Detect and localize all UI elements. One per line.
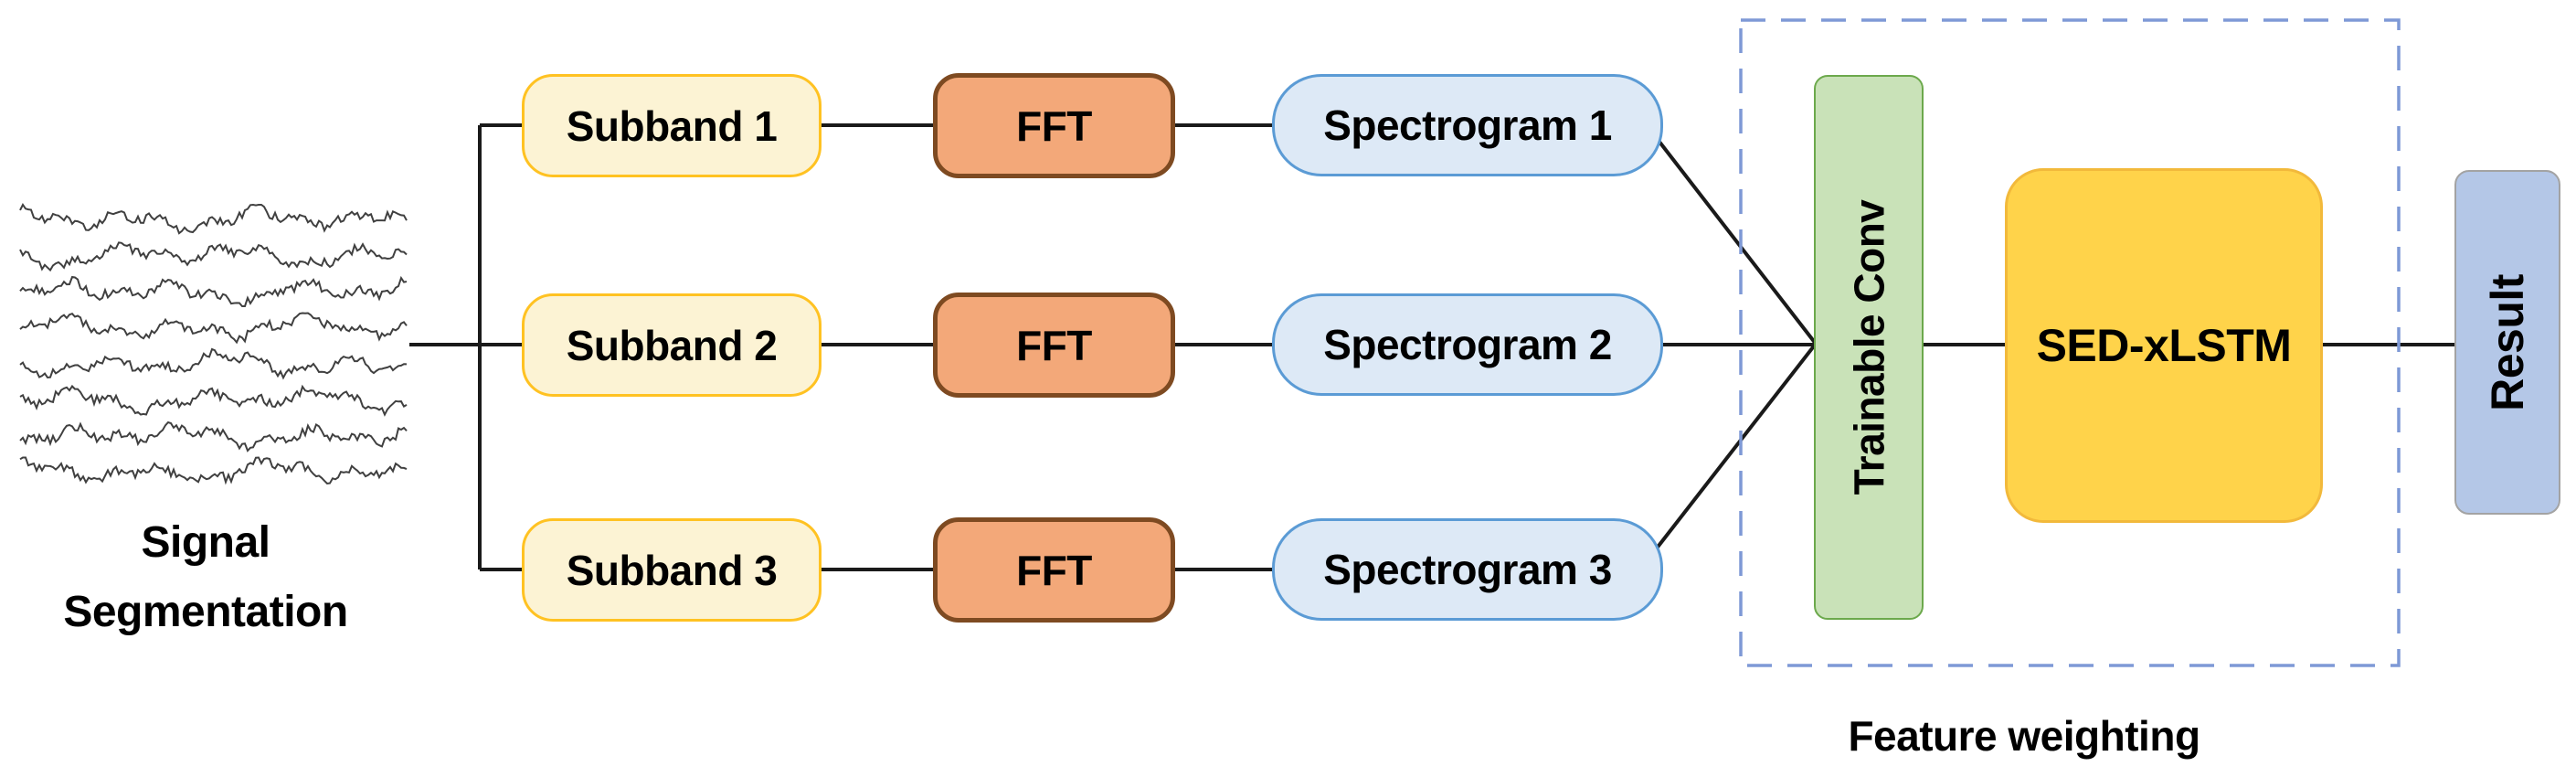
eeg-trace <box>19 456 408 485</box>
signal-to-trunk-connector <box>409 123 524 571</box>
sed-xlstm-box: SED-xLSTM <box>2005 168 2323 523</box>
fft-box-1: FFT <box>933 73 1175 178</box>
subband-3-box: Subband 3 <box>522 518 822 622</box>
signal-label-line2: Segmentation <box>63 588 348 636</box>
eeg-trace <box>19 203 408 235</box>
result-box: Result <box>2454 170 2560 515</box>
subband-2-box: Subband 2 <box>522 293 822 397</box>
eeg-trace <box>19 347 408 380</box>
signal-segmentation-label: Signal Segmentation <box>9 508 402 647</box>
signal-label-line1: Signal <box>141 518 270 567</box>
eeg-trace <box>19 241 408 272</box>
trainable-conv-box: Trainable Conv <box>1814 75 1924 620</box>
feature-weighting-label: Feature weighting <box>1848 712 2200 760</box>
eeg-trace <box>19 275 408 307</box>
eeg-trace <box>19 312 408 345</box>
eeg-trace <box>19 420 408 452</box>
spectrogram-2-box: Spectrogram 2 <box>1272 293 1663 396</box>
spectrogram-3-box: Spectrogram 3 <box>1272 518 1663 621</box>
spectrogram-1-box: Spectrogram 1 <box>1272 74 1663 176</box>
fft-box-2: FFT <box>933 293 1175 398</box>
fft-box-3: FFT <box>933 517 1175 623</box>
trainable-conv-label: Trainable Conv <box>1845 199 1892 495</box>
convergence-connectors <box>1654 135 1818 551</box>
subband-1-box: Subband 1 <box>522 74 822 177</box>
eeg-trace <box>19 384 408 417</box>
feature-weighting-dashed-frame <box>1739 18 2401 667</box>
result-label: Result <box>2482 273 2533 411</box>
